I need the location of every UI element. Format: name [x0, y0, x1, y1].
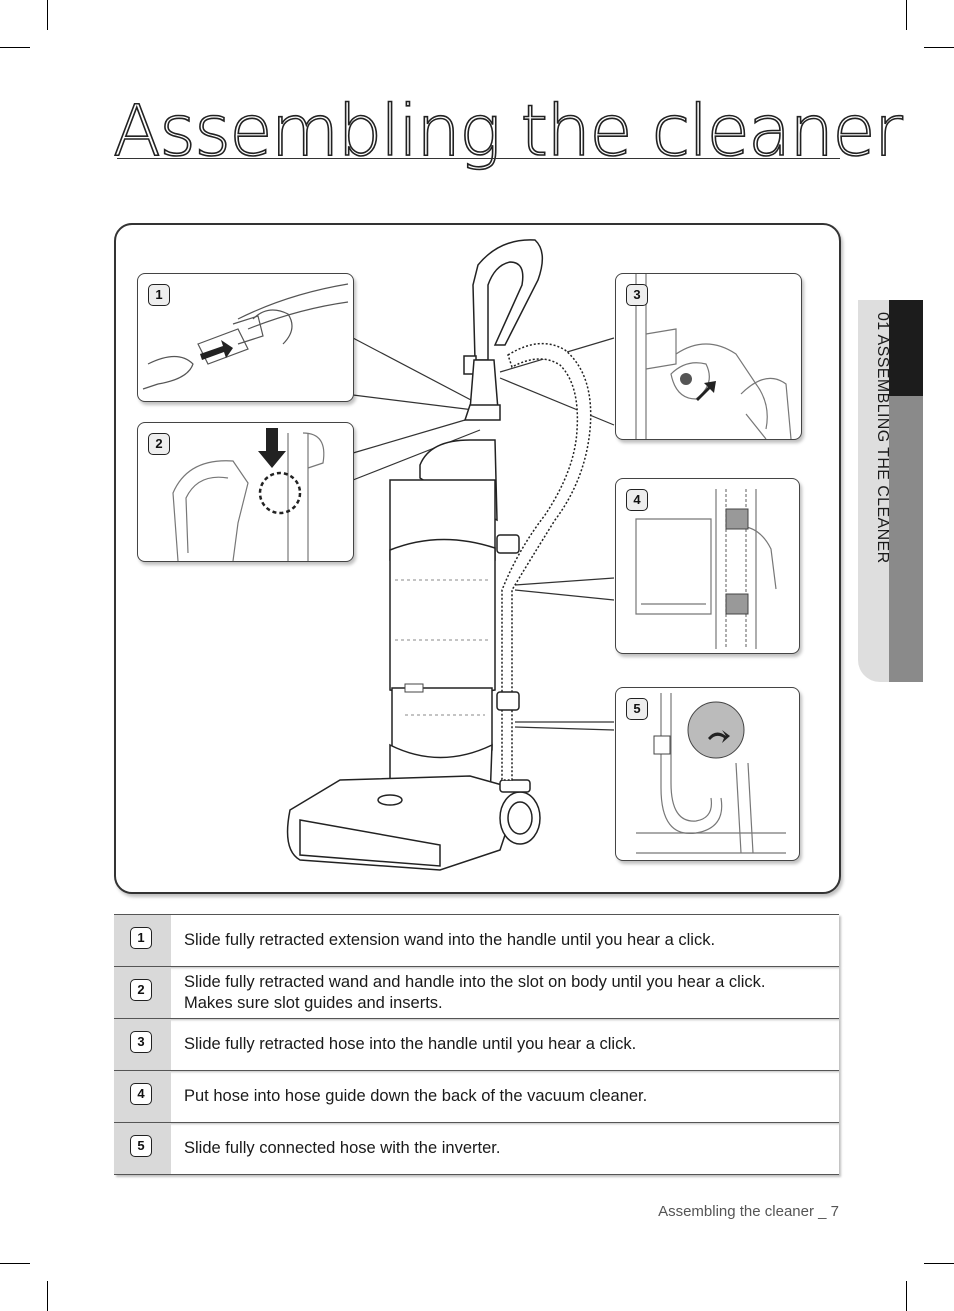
crop-mark: [924, 1263, 954, 1264]
inset-number-badge: 2: [148, 433, 170, 455]
step-number-cell: 5: [114, 1123, 171, 1174]
inset-step-2: 2: [137, 422, 354, 562]
step-number-cell: 2: [114, 967, 171, 1018]
step-row: 5 Slide fully connected hose with the in…: [114, 1122, 839, 1175]
crop-mark: [0, 47, 30, 48]
section-tab: [858, 300, 923, 682]
step-text: Slide fully retracted hose into the hand…: [184, 1035, 637, 1053]
section-tab-band: [889, 396, 923, 682]
step-row: 1 Slide fully retracted extension wand i…: [114, 914, 839, 966]
steps-table: 1 Slide fully retracted extension wand i…: [114, 914, 839, 1175]
step-number-badge: 3: [130, 1031, 152, 1053]
step-text: Slide fully retracted wand and handle in…: [184, 972, 766, 1012]
hose-to-inverter-illustration: [636, 693, 786, 854]
title-rule: [117, 158, 840, 159]
step-text: Put hose into hose guide down the back o…: [184, 1087, 648, 1105]
crop-mark: [906, 0, 907, 30]
step-number-cell: 3: [114, 1019, 171, 1070]
step-number-badge: 2: [130, 979, 152, 1001]
section-tab-marker: [889, 300, 923, 396]
step-number-badge: 1: [130, 927, 152, 949]
inset-number-badge: 1: [148, 284, 170, 306]
wand-into-handle-illustration: [142, 283, 349, 390]
page-title: Assembling the cleaner: [112, 90, 903, 172]
crop-mark: [47, 0, 48, 30]
inset-step-4: 4: [615, 478, 800, 654]
section-tab-label: 01 ASSEMBLING THE CLEANER: [874, 312, 891, 564]
step-number-badge: 5: [130, 1135, 152, 1157]
inset-number-badge: 4: [626, 489, 648, 511]
step-text: Slide fully retracted extension wand int…: [184, 931, 716, 949]
inset-step-1: 1: [137, 273, 354, 402]
step-row: 3 Slide fully retracted hose into the ha…: [114, 1018, 839, 1070]
crop-mark: [906, 1281, 907, 1311]
hose-guide-illustration: [635, 489, 777, 649]
page-footer: Assembling the cleaner _ 7: [658, 1203, 839, 1220]
step-row: 4 Put hose into hose guide down the back…: [114, 1070, 839, 1122]
wand-into-body-slot-illustration: [172, 428, 325, 561]
inset-step-3: 3: [615, 273, 802, 440]
step-number-badge: 4: [130, 1083, 152, 1105]
inset-number-badge: 3: [626, 284, 648, 306]
crop-mark: [0, 1263, 30, 1264]
inset-number-badge: 5: [626, 698, 648, 720]
crop-mark: [47, 1281, 48, 1311]
step-text: Slide fully connected hose with the inve…: [184, 1139, 501, 1157]
crop-mark: [924, 47, 954, 48]
step-number-cell: 4: [114, 1071, 171, 1122]
step-number-cell: 1: [114, 915, 171, 966]
inset-step-5: 5: [615, 687, 800, 861]
step-row: 2 Slide fully retracted wand and handle …: [114, 966, 839, 1018]
